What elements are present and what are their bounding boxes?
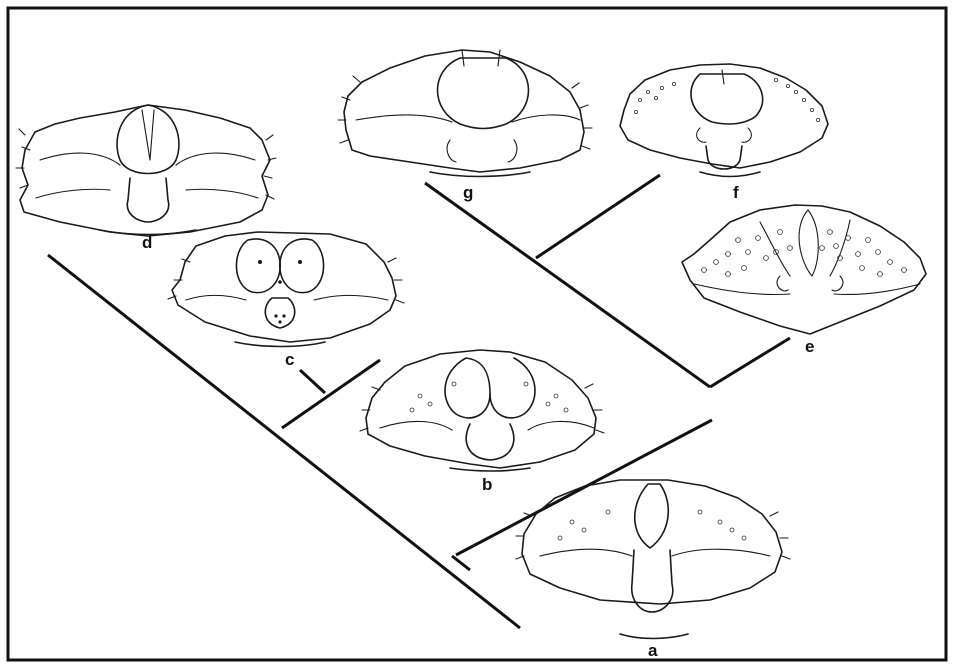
- specimen-a: [516, 480, 790, 639]
- specimen-d: [16, 105, 276, 236]
- specimen-g: [338, 50, 592, 177]
- label-f: f: [733, 183, 739, 202]
- branch-right-upper: [456, 420, 712, 555]
- main-branch: [48, 255, 520, 628]
- specimen-f: [620, 64, 828, 177]
- label-c: c: [285, 350, 294, 369]
- branch-g: [425, 183, 710, 387]
- branch-a: [452, 556, 470, 570]
- label-d: d: [142, 233, 152, 252]
- label-b: b: [482, 475, 492, 494]
- label-g: g: [463, 183, 473, 202]
- label-e: e: [805, 337, 814, 356]
- specimen-e: [682, 205, 926, 334]
- cladogram-branches: [48, 175, 790, 628]
- specimen-b: [360, 350, 604, 471]
- branch-f: [536, 175, 660, 258]
- branch-e: [710, 338, 790, 387]
- specimen-c: [168, 232, 404, 347]
- branch-c: [300, 370, 325, 393]
- label-a: a: [648, 641, 658, 660]
